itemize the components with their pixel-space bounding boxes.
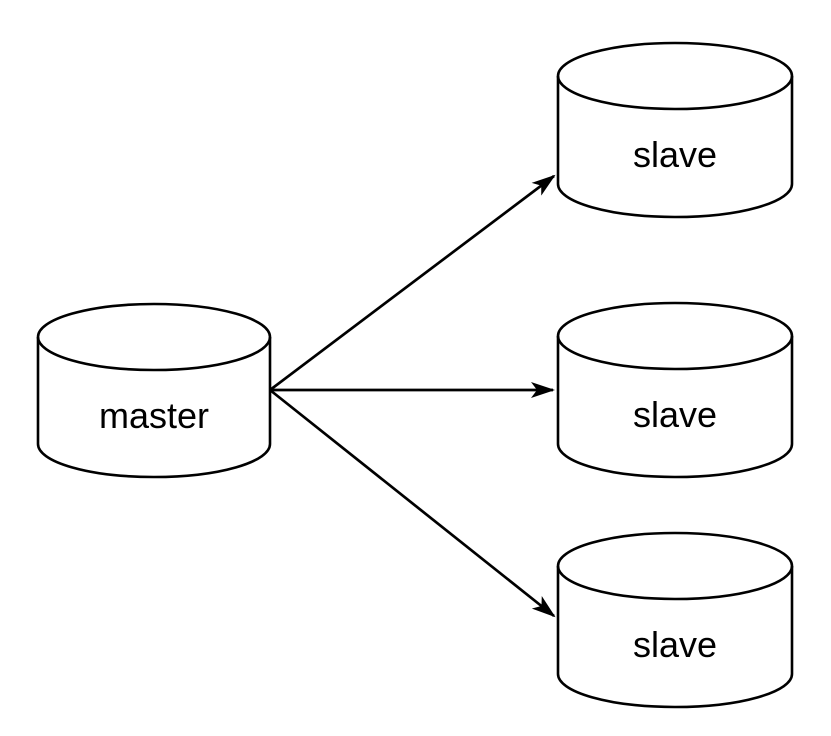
edge-master-to-slave-1: [269, 174, 556, 392]
node-slave-1: slave: [556, 41, 794, 219]
cylinder-shape: [556, 531, 794, 709]
cylinder-shape: [36, 302, 272, 479]
node-master: master: [36, 302, 272, 479]
node-label-slave-2: slave: [633, 394, 717, 435]
cylinder-shape: [556, 41, 794, 219]
edges: [269, 174, 556, 618]
edge-master-to-slave-3: [269, 388, 556, 618]
node-label-slave-1: slave: [633, 134, 717, 175]
cylinder-top-rim: [556, 335, 794, 371]
node-label-slave-3: slave: [633, 624, 717, 665]
cylinder-top-rim: [36, 336, 272, 372]
node-slave-3: slave: [556, 531, 794, 709]
cylinder-top-rim: [556, 75, 794, 111]
node-label-master: master: [99, 395, 209, 436]
node-slave-2: slave: [556, 301, 794, 479]
cylinder-shape: [556, 301, 794, 479]
cylinder-top-rim: [556, 565, 794, 601]
